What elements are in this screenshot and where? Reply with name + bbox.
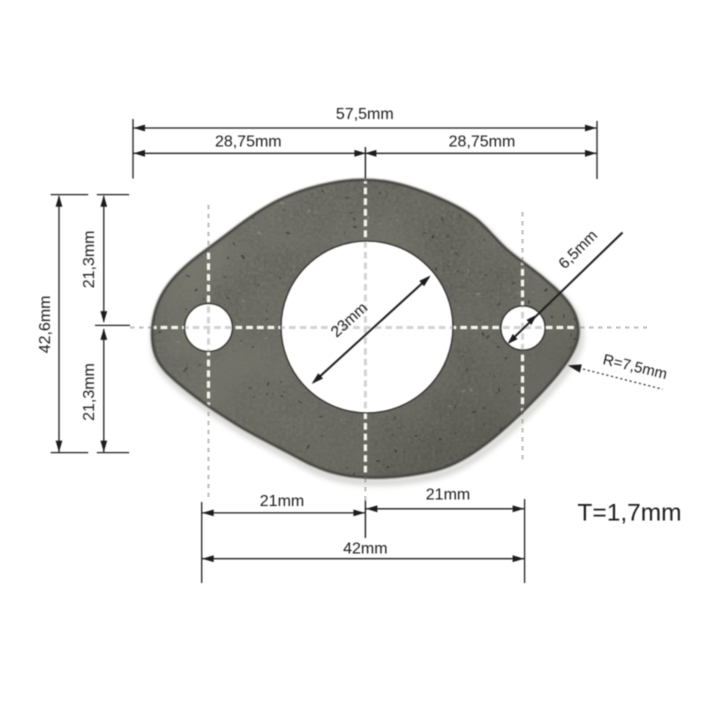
svg-text:28,75mm: 28,75mm — [449, 134, 516, 151]
svg-text:21,3mm: 21,3mm — [81, 363, 98, 421]
svg-text:T=1,7mm: T=1,7mm — [577, 500, 681, 527]
svg-text:28,75mm: 28,75mm — [215, 134, 282, 151]
svg-text:57,5mm: 57,5mm — [336, 106, 394, 123]
svg-text:21mm: 21mm — [426, 487, 470, 504]
svg-text:42,6mm: 42,6mm — [37, 296, 54, 354]
svg-text:21mm: 21mm — [260, 493, 304, 510]
svg-text:42mm: 42mm — [343, 541, 387, 558]
svg-text:21,3mm: 21,3mm — [81, 231, 98, 289]
